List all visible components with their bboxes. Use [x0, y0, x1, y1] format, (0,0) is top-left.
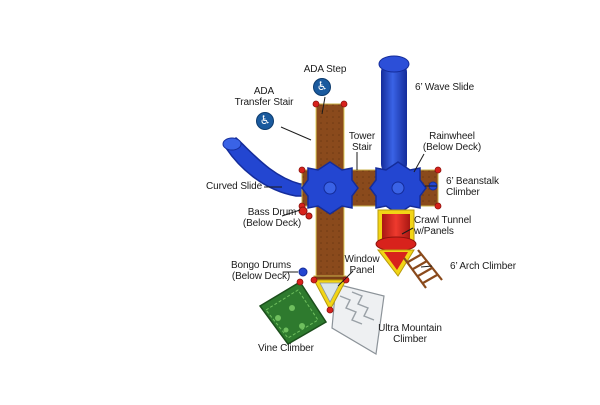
accessibility-icon: ♿ — [256, 112, 274, 130]
label-ultra-mountain-climber: Ultra Mountain Climber — [378, 323, 442, 345]
label-ada-transfer-stair: ADA Transfer Stair — [234, 86, 294, 108]
support-posts — [296, 100, 442, 314]
label-arch-climber: 6’ Arch Climber — [450, 261, 516, 272]
label-crawl-tunnel: Crawl Tunnel w/Panels — [414, 215, 472, 237]
label-ada-step: ADA Step — [303, 64, 347, 75]
bass-drum — [298, 206, 313, 220]
wave-slide — [378, 55, 410, 174]
bongo-drums — [298, 267, 308, 277]
label-vine-climber: Vine Climber — [258, 343, 314, 354]
ultra-mountain-climber — [331, 283, 385, 355]
window-panel-structure — [313, 279, 347, 312]
arch-climber — [403, 249, 443, 289]
label-beanstalk-climber: 6’ Beanstalk Climber — [446, 176, 499, 198]
label-tower-stair: Tower Stair — [348, 131, 376, 153]
leader-lines — [264, 96, 437, 287]
accessibility-icon: ♿ — [313, 78, 331, 96]
crawl-tunnel — [375, 209, 417, 277]
label-bass-drum: Bass Drum (Below Deck) — [242, 207, 302, 229]
label-wave-slide: 6’ Wave Slide — [415, 82, 475, 93]
tower-roof-right — [369, 161, 427, 215]
label-bongo-drums: Bongo Drums (Below Deck) — [230, 260, 292, 282]
tower-roof-left — [301, 161, 359, 215]
label-curved-slide: Curved Slide — [206, 181, 263, 192]
label-rainwheel: Rainwheel (Below Deck) — [422, 131, 482, 153]
vine-climber — [258, 280, 328, 345]
label-window-panel: Window Panel — [344, 254, 380, 276]
